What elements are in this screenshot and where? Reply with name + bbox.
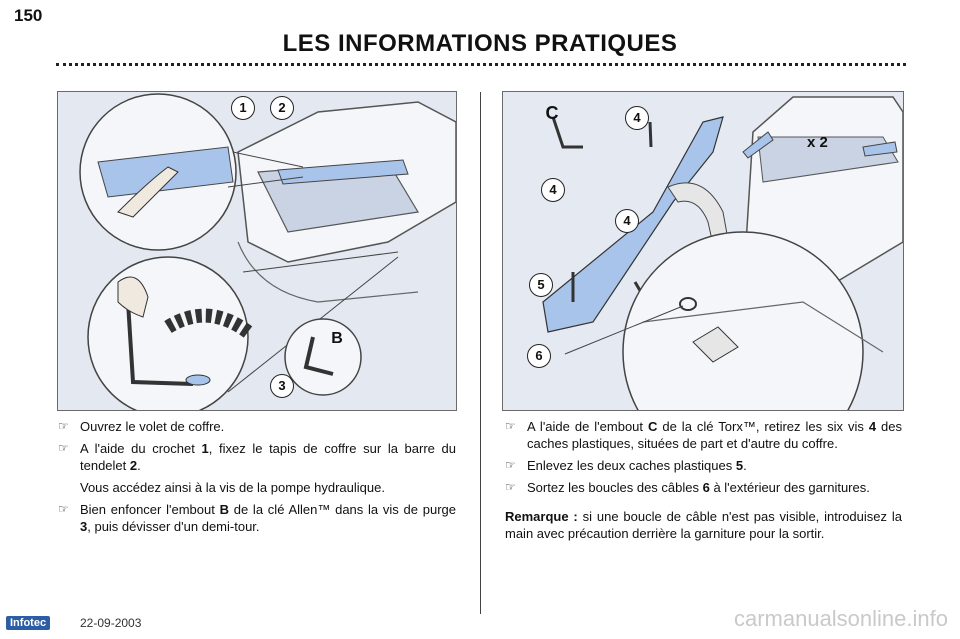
bullet-text: Sortez les boucles des câbles 6 à l'exté…: [527, 480, 870, 495]
bullet-text: Ouvrez le volet de coffre.: [80, 419, 225, 434]
pointing-hand-icon: ☞: [58, 502, 69, 516]
callout-2: 2: [270, 96, 294, 120]
page-number: 150: [14, 6, 43, 25]
callout-c: C: [545, 103, 559, 123]
dotted-rule: [56, 63, 906, 66]
left-illustration: 1 2 3 B: [57, 91, 457, 411]
callout-6: 6: [527, 344, 551, 368]
pointing-hand-icon: ☞: [505, 458, 516, 472]
callout-4-left: 4: [541, 178, 565, 202]
pointing-hand-icon: ☞: [58, 441, 69, 455]
bullet-item: ☞ Sortez les boucles des câbles 6 à l'ex…: [505, 479, 902, 496]
bullet-text: Enlevez les deux caches plastiques 5.: [527, 458, 747, 473]
pointing-hand-icon: ☞: [58, 419, 69, 433]
bullet-item: ☞ A l'aide du crochet 1, fixez le tapis …: [58, 440, 456, 474]
infotec-logo: Infotec: [6, 616, 51, 630]
indented-text: Vous accédez ainsi à la vis de la pompe …: [80, 480, 385, 495]
callout-5: 5: [529, 273, 553, 297]
right-illustration-drawing: [542, 96, 903, 410]
pointing-hand-icon: ☞: [505, 419, 516, 433]
right-instructions: ☞ A l'aide de l'embout C de la clé Torx™…: [505, 418, 902, 542]
callout-3: 3: [270, 374, 294, 398]
watermark: carmanualsonline.info: [733, 606, 948, 631]
bullet-text: A l'aide du crochet 1, fixez le tapis de…: [80, 441, 456, 473]
callout-4-bottom: 4: [615, 209, 639, 233]
bullet-item: ☞ Bien enfoncer l'embout B de la clé All…: [58, 501, 456, 535]
multiplier-label: x 2: [807, 134, 828, 151]
note: Remarque : si une boucle de câble n'est …: [505, 509, 902, 541]
column-divider: [480, 92, 481, 614]
left-illustration-drawing: [79, 93, 456, 410]
footer-date: 22-09-2003: [80, 616, 142, 630]
bullet-item: ☞ Ouvrez le volet de coffre.: [58, 418, 456, 435]
callout-1: 1: [231, 96, 255, 120]
page-title: LES INFORMATIONS PRATIQUES: [282, 30, 678, 57]
right-illustration: C 4 4 4 5 6 x 2: [502, 91, 904, 411]
pointing-hand-icon: ☞: [505, 480, 516, 494]
left-instructions: ☞ Ouvrez le volet de coffre. ☞ A l'aide …: [58, 418, 456, 540]
bullet-item: ☞ A l'aide de l'embout C de la clé Torx™…: [505, 418, 902, 452]
callout-b: B: [331, 330, 343, 347]
bullet-text: Bien enfoncer l'embout B de la clé Allen…: [80, 502, 456, 534]
callout-4-top: 4: [625, 106, 649, 130]
bullet-text: A l'aide de l'embout C de la clé Torx™, …: [527, 419, 902, 451]
bullet-item: ☞ Enlevez les deux caches plastiques 5.: [505, 457, 902, 474]
